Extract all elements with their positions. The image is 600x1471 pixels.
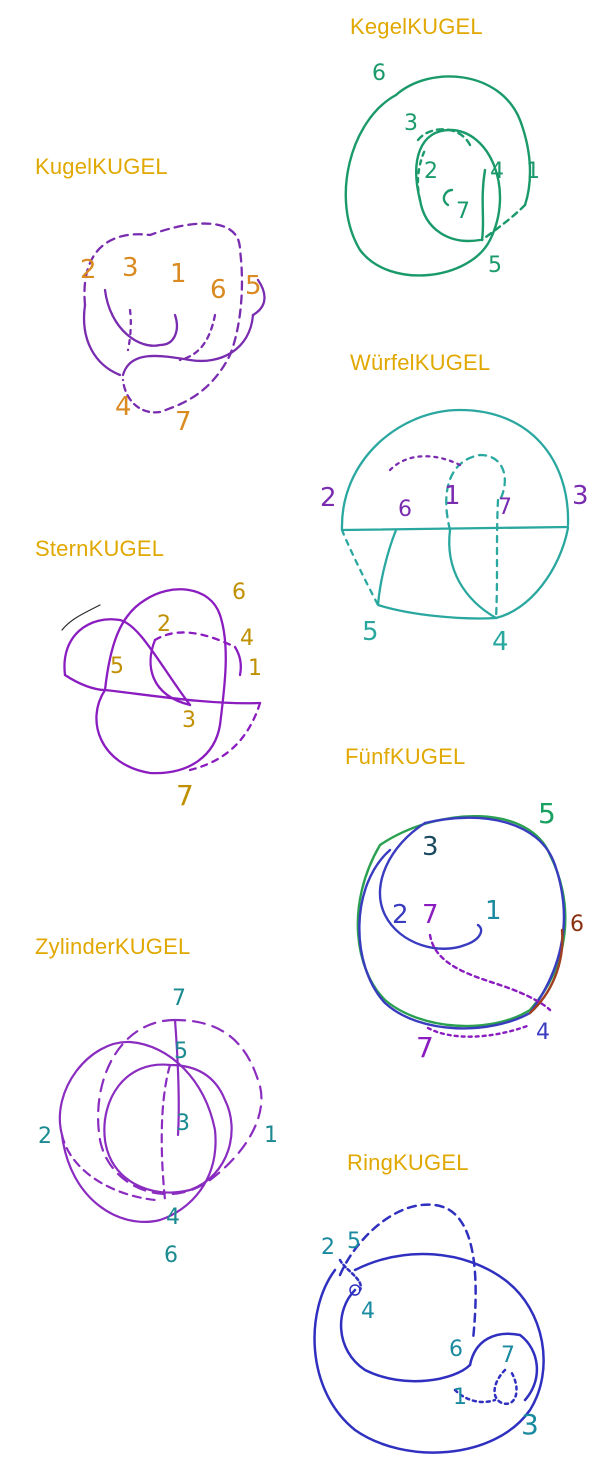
- kegel-label-1: 1: [526, 159, 540, 184]
- zyl-label-1: 1: [264, 1123, 278, 1148]
- wuerfelkugel-diagram: 2 3 6 1 7 5 4: [320, 408, 589, 657]
- kugel-label-6: 6: [210, 275, 227, 305]
- kugel-label-1: 1: [170, 259, 187, 289]
- kugelkugel-diagram: 2 3 1 6 5 4 7: [80, 222, 266, 437]
- ring-label-1: 1: [453, 1385, 467, 1410]
- kugel-label-5: 5: [245, 271, 262, 301]
- ring-label-2: 2: [321, 1235, 335, 1260]
- zyl-label-6: 6: [164, 1243, 178, 1268]
- title-kugelkugel: KugelKUGEL: [35, 154, 168, 179]
- kegelkugel-diagram: 6 3 2 4 1 7 5: [344, 61, 540, 278]
- sternkugel-diagram: 6 2 4 5 1 3 7: [61, 580, 262, 812]
- ring-label-3: 3: [521, 1408, 539, 1441]
- stern-label-2: 2: [157, 612, 171, 637]
- fuenf-label-7b: 7: [416, 1031, 434, 1064]
- fuenf-label-6: 6: [570, 912, 584, 937]
- zyl-label-3: 3: [176, 1111, 190, 1136]
- wuerfel-label-4: 4: [492, 627, 509, 657]
- ring-label-4: 4: [361, 1299, 375, 1324]
- fuenf-label-7a: 7: [422, 900, 439, 930]
- fuenf-point-5: [525, 815, 535, 825]
- title-kegelkugel: KegelKUGEL: [350, 14, 483, 39]
- stern-label-5: 5: [110, 654, 124, 679]
- stern-label-7: 7: [176, 779, 194, 812]
- fuenf-point-2: [383, 928, 391, 936]
- kegel-label-3: 3: [404, 111, 418, 136]
- zyl-point-6: [154, 1234, 161, 1241]
- kegel-label-2: 2: [424, 159, 438, 184]
- kugel-label-2: 2: [80, 255, 97, 285]
- kegel-label-6: 6: [372, 61, 386, 86]
- kugel-label-3: 3: [122, 253, 139, 283]
- zyl-point-3: [169, 1132, 176, 1139]
- kugel-label-4: 4: [115, 392, 132, 422]
- ring-label-5: 5: [347, 1229, 361, 1254]
- stern-label-3: 3: [182, 708, 196, 733]
- fuenf-label-4: 4: [536, 1020, 550, 1045]
- wuerfel-label-7: 7: [498, 495, 512, 520]
- zyl-label-2: 2: [38, 1124, 52, 1149]
- ringkugel-diagram: 2 5 4 6 7 1 3: [313, 1203, 545, 1454]
- fuenf-label-2: 2: [392, 900, 409, 930]
- kegel-label-4: 4: [490, 159, 504, 184]
- wuerfel-label-5: 5: [362, 617, 379, 647]
- stern-label-6: 6: [232, 580, 246, 605]
- zyl-point-1: [253, 1130, 263, 1140]
- wuerfel-label-6: 6: [398, 497, 412, 522]
- ring-label-7: 7: [501, 1343, 515, 1368]
- title-zylinderkugel: ZylinderKUGEL: [35, 934, 191, 959]
- fuenfkugel-diagram: 5 3 2 7 1 6 4 7: [356, 797, 584, 1064]
- wuerfel-label-1: 1: [444, 481, 461, 511]
- wuerfel-label-3: 3: [572, 481, 589, 511]
- title-wuerfelkugel: WürfelKUGEL: [350, 350, 491, 375]
- zyl-label-5: 5: [174, 1039, 188, 1064]
- fuenf-label-3: 3: [422, 832, 439, 862]
- fuenf-label-5: 5: [538, 797, 556, 830]
- kegel-label-7: 7: [456, 199, 470, 224]
- zylinderkugel-diagram: 7 5 2 3 1 4 6: [38, 986, 278, 1268]
- title-sternkugel: SternKUGEL: [35, 536, 165, 561]
- title-fuenfkugel: FünfKUGEL: [345, 744, 466, 769]
- kegel-label-5: 5: [488, 253, 502, 278]
- stern-label-4: 4: [240, 626, 254, 651]
- zyl-label-4: 4: [166, 1205, 180, 1230]
- ring-point-4: [349, 1284, 361, 1296]
- fuenf-label-1: 1: [485, 896, 502, 926]
- wuerfel-label-2: 2: [320, 483, 337, 513]
- kugel-label-7: 7: [175, 407, 192, 437]
- ring-label-6: 6: [449, 1337, 463, 1362]
- zyl-label-7: 7: [172, 986, 186, 1011]
- title-ringkugel: RingKUGEL: [347, 1150, 469, 1175]
- stern-label-1: 1: [248, 656, 262, 681]
